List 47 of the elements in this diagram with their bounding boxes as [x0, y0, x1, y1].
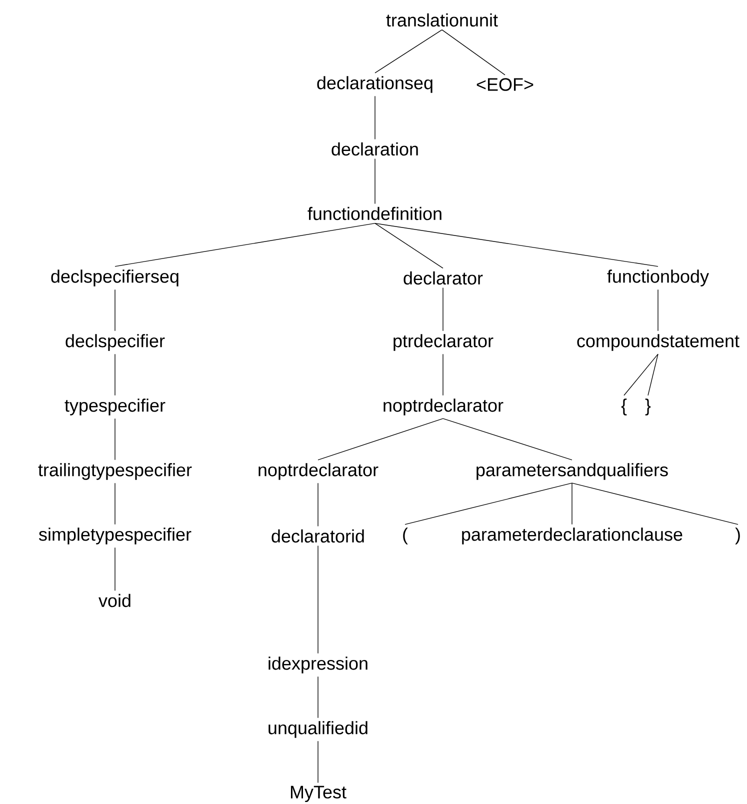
tree-node-label: ptrdeclarator — [394, 334, 494, 351]
tree-node-label: ) — [735, 528, 740, 544]
tree-branch-line — [114, 418, 116, 460]
tree-node-label: simpletypespecifier — [38, 528, 192, 544]
tree-node-label: { — [621, 398, 627, 416]
tree-node-label: translationunit — [386, 13, 498, 27]
tree-node-label: noptrdeclarator — [384, 398, 504, 416]
tree-node-label: parametersandqualifiers — [476, 463, 668, 480]
tree-branch-line — [114, 222, 376, 267]
tree-branch-line — [374, 96, 376, 140]
tree-node-label: declaration — [332, 142, 418, 156]
tree-node-label: parameterdeclarationclause — [462, 528, 682, 544]
tree-branch-line — [318, 418, 444, 460]
tree-branch-line — [442, 29, 506, 76]
tree-node-label: declspecifier — [66, 334, 165, 351]
tree-branch-line — [114, 354, 116, 396]
tree-branch-line — [114, 482, 116, 525]
tree-node-label: declarator — [404, 271, 483, 285]
tree-node-label: idexpression — [268, 656, 368, 674]
tree-node-label: declspecifierseq — [51, 270, 178, 286]
tree-node-label: <EOF> — [476, 78, 534, 91]
tree-branch-line — [442, 354, 444, 396]
tree-branch-line — [404, 482, 572, 525]
tree-branch-line — [442, 287, 444, 332]
tree-node-label: noptrdeclarator — [258, 463, 378, 480]
tree-branch-line — [114, 289, 116, 332]
tree-branch-line — [374, 222, 444, 269]
tree-node-label: } — [645, 398, 651, 416]
tree-node-label: void — [98, 594, 130, 608]
tree-node-label: declaratorid — [272, 529, 364, 543]
tree-node-label: functiondefinition — [308, 206, 442, 220]
tree-node-label: compoundstatement — [577, 334, 740, 351]
tree-branch-line — [442, 418, 572, 460]
tree-branch-line — [374, 222, 658, 267]
tree-node-label: MyTest — [290, 786, 346, 802]
tree-branch-line — [114, 547, 116, 592]
tree-branch-line — [648, 354, 658, 396]
tree-branch-line — [624, 354, 658, 396]
tree-node-label: trailingtypespecifier — [38, 463, 192, 480]
tree-node-label: ( — [403, 528, 408, 544]
tree-node-label: typespecifier — [64, 398, 166, 416]
tree-node-label: declarationseq — [317, 76, 432, 93]
tree-node-label: unqualifiedid — [268, 721, 368, 738]
tree-branch-line — [572, 482, 738, 525]
tree-node-label: functionbody — [607, 270, 709, 286]
tree-branch-line — [374, 29, 442, 74]
tree-branch-line — [374, 158, 376, 204]
